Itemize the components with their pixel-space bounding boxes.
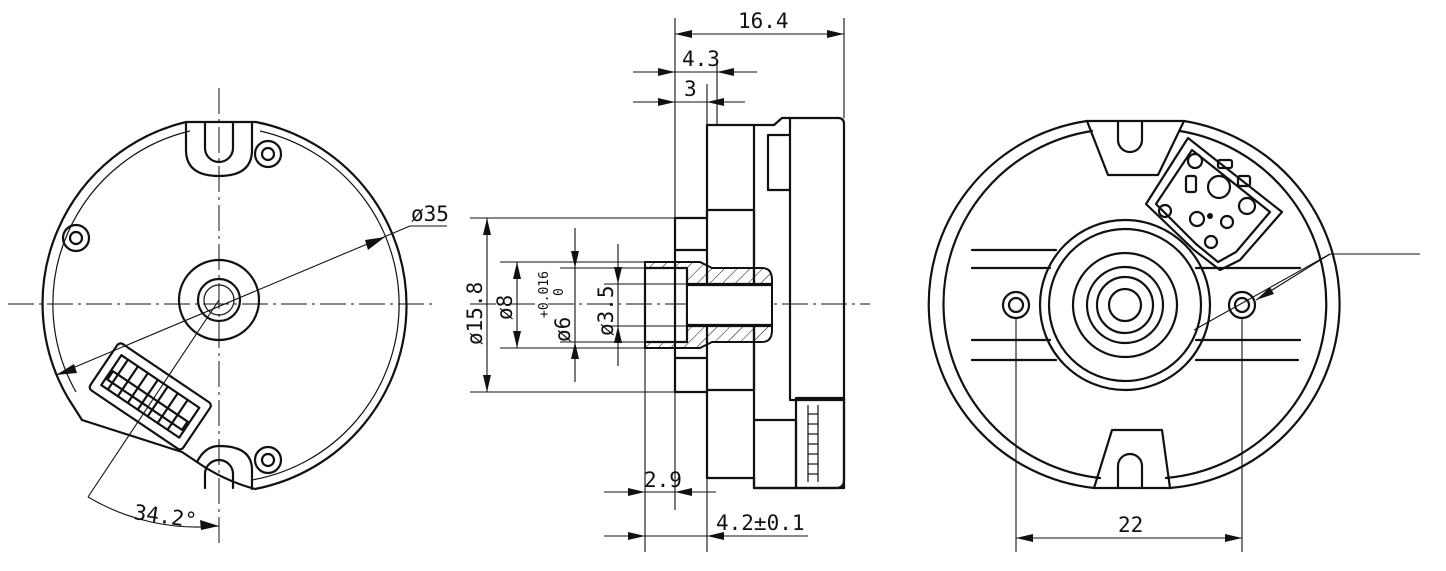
hub-flange xyxy=(673,208,756,394)
top-mounting-slot xyxy=(184,120,254,178)
flange-offset-dim: 4.3 xyxy=(633,47,757,125)
front-hole-right xyxy=(1227,290,1257,320)
rotor-leader xyxy=(1193,253,1331,331)
front-view: 22 xyxy=(927,119,1420,552)
bore-fit-label: ø6 xyxy=(551,317,575,342)
mount-depth-label: 4.2±0.1 xyxy=(716,511,805,535)
rear-connector-block xyxy=(88,342,212,451)
screw-hole-top-right xyxy=(253,139,283,169)
hub-offset-label: 3 xyxy=(684,77,697,101)
front-bottom-slot xyxy=(1116,452,1144,490)
shaft-bore xyxy=(643,266,689,344)
screw-hole-bottom-right xyxy=(253,445,283,475)
overall-length-label: 16.4 xyxy=(738,9,789,33)
overall-length-dim: 16.4 xyxy=(674,9,845,218)
hole-spacing-dim: 22 xyxy=(1015,318,1243,552)
shaft-bore-label: ø3.5 xyxy=(594,285,618,336)
bore-tol-upper: +0.016 xyxy=(537,271,552,318)
bore-outer-label: ø8 xyxy=(493,295,517,320)
shaft-length-dim: 2.9 xyxy=(604,348,716,552)
front-housing-rim xyxy=(942,129,1328,480)
top-slot-inner xyxy=(203,120,235,164)
bore-outer-dim: ø8 xyxy=(493,261,645,349)
rear-center-hub xyxy=(177,258,261,342)
connector-pins xyxy=(106,358,189,431)
bottom-mounting-slot xyxy=(195,444,254,491)
front-bottom-notch xyxy=(1092,428,1172,490)
front-housing-outline xyxy=(927,119,1341,490)
rear-view: ø35 34.2° xyxy=(8,88,449,548)
pcb-board xyxy=(1144,136,1284,272)
bottom-slot-inner xyxy=(203,458,235,490)
mount-depth-dim: 4.2±0.1 xyxy=(604,478,808,552)
hub-diameter-dim: ø15.8 xyxy=(463,217,675,393)
front-top-slot xyxy=(1116,119,1144,154)
angle-leader xyxy=(87,299,220,498)
diameter-leader xyxy=(55,225,411,376)
outer-diameter-label: ø35 xyxy=(411,202,449,226)
rear-housing-inner-rim xyxy=(52,130,400,481)
hub-diameter-label: ø15.8 xyxy=(463,282,487,345)
shaft-bore-dim: ø3.5 xyxy=(594,244,687,366)
connector-angle-label: 34.2° xyxy=(132,500,198,533)
bore-tol-lower: 0 xyxy=(552,288,567,296)
rear-housing-outline xyxy=(41,120,408,491)
front-rotor xyxy=(1038,218,1212,392)
hub-offset-dim: 3 xyxy=(633,77,745,125)
side-section-view: 16.4 4.3 3 ø15.8 xyxy=(463,9,870,552)
mounting-bar xyxy=(970,248,1302,362)
hole-spacing-label: 22 xyxy=(1118,513,1143,537)
body-recess xyxy=(766,133,792,192)
screw-hole-left xyxy=(61,223,91,253)
bore-fit-dim: ø6 +0.016 0 xyxy=(537,228,645,382)
side-connector xyxy=(752,396,846,490)
shaft-length-label: 2.9 xyxy=(644,468,682,492)
flange-offset-label: 4.3 xyxy=(682,47,720,71)
front-hole-left xyxy=(1001,290,1031,320)
front-top-notch xyxy=(1085,119,1186,177)
